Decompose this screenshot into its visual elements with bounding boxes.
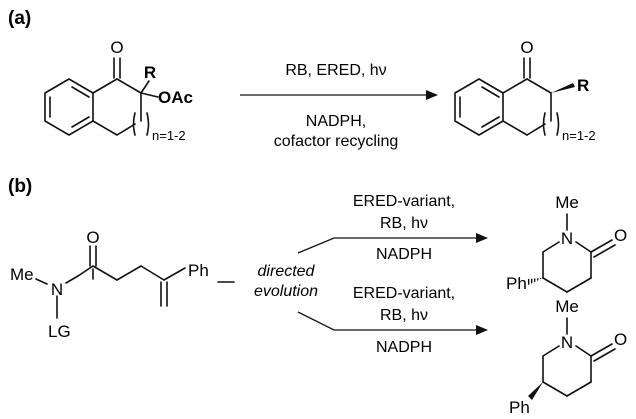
product-tetralone (454, 57, 575, 136)
arrowhead-a (426, 90, 438, 100)
upper-cond-2: RB, hν (380, 215, 428, 232)
arrowhead-lower (476, 325, 488, 335)
product-upper-carbonyl-o: O (614, 226, 627, 245)
product-upper-nitrogen: N (561, 229, 573, 248)
reactant-ring-index: n=1-2 (152, 128, 186, 143)
substrate-phenyl: Ph (188, 261, 209, 280)
product-carbonyl-o: O (520, 38, 533, 57)
substrate-carbonyl-o: O (86, 228, 99, 247)
conditions-a-below-1: NADPH, (306, 113, 366, 130)
product-lower-carbonyl-o: O (614, 330, 627, 349)
substrate-leaving-group: LG (48, 322, 71, 341)
lower-cond-3: NADPH (376, 339, 432, 356)
substrate-amide (35, 245, 186, 319)
panel-a-label: (a) (8, 8, 31, 29)
substrate-methyl: Me (10, 265, 34, 284)
product-lower-nitrogen: N (561, 333, 573, 352)
arrowhead-upper (476, 233, 488, 243)
lower-cond-2: RB, hν (380, 307, 428, 324)
product-lower-methyl: Me (555, 297, 579, 316)
product-upper-methyl: Me (555, 193, 579, 212)
directed-label: directed (258, 263, 316, 280)
upper-cond-3: NADPH (376, 246, 432, 263)
reaction-arrow-upper (297, 237, 478, 254)
product-upper-phenyl: Ph (506, 274, 527, 293)
upper-cond-1: ERED-variant, (353, 193, 455, 210)
product-lower-lactam (528, 317, 616, 400)
substrate-nitrogen: N (51, 280, 63, 299)
reactant-r-group: R (144, 63, 156, 82)
product-upper-lactam (527, 213, 616, 293)
reaction-arrow-lower (297, 311, 478, 331)
product-lower-phenyl: Ph (509, 398, 530, 417)
conditions-a-above: RB, ERED, hν (285, 62, 386, 79)
conditions-a-below-2: cofactor recycling (274, 133, 399, 150)
product-r-group: R (577, 76, 589, 95)
lower-cond-1: ERED-variant, (353, 285, 455, 302)
product-ring-index: n=1-2 (562, 128, 596, 143)
reactant-tetralone (44, 57, 159, 136)
evolution-label: evolution (254, 283, 318, 300)
reactant-oac-group: OAc (158, 88, 193, 107)
panel-b-label: (b) (8, 176, 32, 197)
reactant-carbonyl-o: O (110, 38, 123, 57)
